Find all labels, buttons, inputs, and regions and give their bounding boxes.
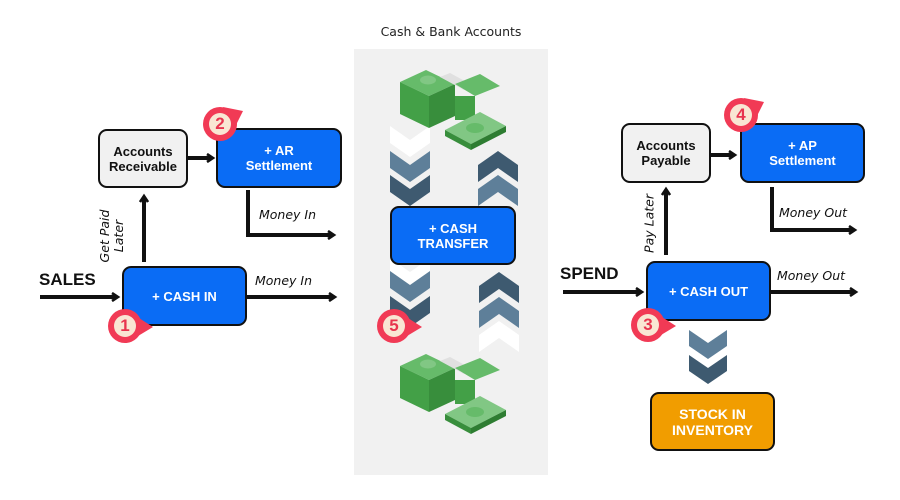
step-badge-3: 3 xyxy=(631,308,676,342)
step-number: 1 xyxy=(114,315,136,337)
accounts-receivable-box[interactable]: Accounts Receivable xyxy=(98,129,188,188)
step-number: 3 xyxy=(637,314,659,336)
money-out-arrow-top xyxy=(770,187,854,230)
step-badge-4: 4 xyxy=(724,98,764,132)
chevron-down-icon xyxy=(390,271,430,302)
chevron-up-icon xyxy=(478,151,518,182)
panel-title: Cash & Bank Accounts xyxy=(380,24,522,39)
step-badge-5: 5 xyxy=(377,309,422,343)
accounts-payable-box[interactable]: Accounts Payable xyxy=(621,123,711,183)
chevron-up-icon xyxy=(478,175,518,206)
chevron-down-icon xyxy=(689,355,727,384)
pay-later-label: Pay Later xyxy=(641,194,657,253)
chevron-down-icon xyxy=(390,175,430,206)
ap-settlement-box[interactable]: + AP Settlement xyxy=(740,123,865,183)
get-paid-later-label: Get Paid Later xyxy=(97,209,126,263)
chevron-column-right-top xyxy=(478,151,518,206)
money-in-arrow-top xyxy=(246,190,333,235)
chevron-up-icon xyxy=(479,321,519,352)
money-out-label-bottom: Money Out xyxy=(777,268,846,283)
chevron-column-inventory xyxy=(689,330,727,384)
step-number: 5 xyxy=(383,315,405,337)
step-badge-2: 2 xyxy=(203,107,243,141)
ar-settlement-box[interactable]: + AR Settlement xyxy=(216,128,342,188)
chevron-column-right-bottom xyxy=(479,272,519,352)
sales-label: SALES xyxy=(39,270,96,289)
spend-label: SPEND xyxy=(560,264,619,283)
step-number: 2 xyxy=(209,113,231,135)
cash-transfer-box[interactable]: + CASH TRANSFER xyxy=(390,206,516,265)
cash-stack-icon xyxy=(400,70,506,150)
chevron-down-icon xyxy=(390,151,430,182)
cash-out-box[interactable]: + CASH OUT xyxy=(646,261,771,321)
chevron-up-icon xyxy=(479,297,519,328)
cash-in-box[interactable]: + CASH IN xyxy=(122,266,247,326)
money-in-label-bottom: Money In xyxy=(255,273,313,288)
money-out-label-top: Money Out xyxy=(779,205,848,220)
chevron-down-icon xyxy=(689,330,727,359)
inventory-box[interactable]: STOCK IN INVENTORY xyxy=(650,392,775,451)
step-badge-1: 1 xyxy=(108,309,153,343)
chevron-up-icon xyxy=(479,272,519,303)
cash-stack-icon xyxy=(400,354,506,434)
chevron-column-left-top xyxy=(390,126,430,206)
chevron-down-icon xyxy=(390,126,430,157)
money-in-label-top: Money In xyxy=(259,207,317,222)
step-number: 4 xyxy=(730,104,752,126)
